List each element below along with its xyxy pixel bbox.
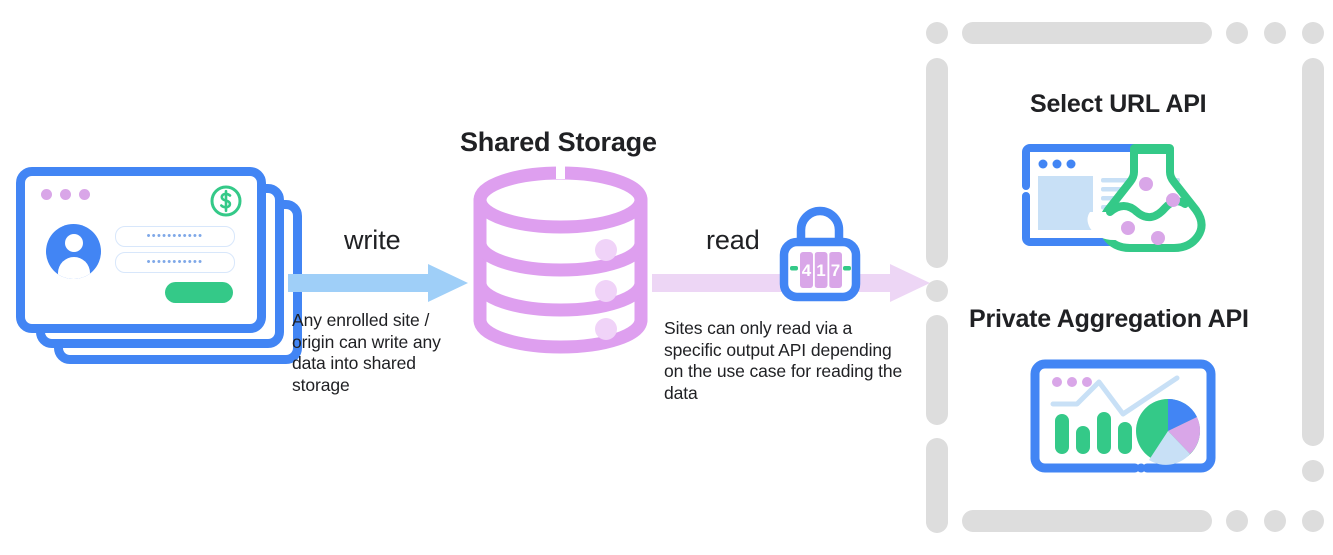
avatar: [46, 224, 101, 279]
password-field-2[interactable]: •••••••••••: [115, 252, 235, 273]
browser-window-stack: ••••••••••• •••••••••••: [14, 165, 304, 365]
combination-lock-icon: 4 1 7: [779, 202, 861, 307]
read-caption: Sites can only read via a specific outpu…: [664, 318, 903, 403]
select-url-api-title: Select URL API: [1030, 90, 1207, 118]
lock-digit-2: 1: [816, 261, 825, 280]
password-field-1[interactable]: •••••••••••: [115, 226, 235, 247]
write-caption: Any enrolled site / origin can write any…: [292, 310, 441, 395]
window-dots: [41, 189, 90, 200]
shared-storage-cylinder: [468, 165, 653, 360]
avatar-head: [64, 234, 83, 252]
write-arrow-icon: [288, 264, 468, 302]
dollar-sign-icon: [209, 184, 243, 218]
password-mask-1: •••••••••••: [146, 229, 204, 242]
window-dot-3: [79, 189, 90, 200]
password-mask-2: •••••••••••: [146, 255, 204, 268]
window-dot-1: [41, 189, 52, 200]
private-aggregation-api-illustration: [1029, 358, 1219, 485]
select-url-api-illustration: [1016, 138, 1226, 263]
pie-chart: [1136, 398, 1201, 465]
browser-window-front: ••••••••••• •••••••••••: [16, 167, 266, 333]
output-api-panel: [926, 10, 1326, 545]
submit-button[interactable]: [165, 282, 233, 303]
flask-icon: [1087, 144, 1206, 252]
read-arrow-label: read: [706, 225, 760, 255]
avatar-body: [57, 257, 90, 279]
lock-digit-1: 4: [802, 261, 812, 280]
window-dot-2: [60, 189, 71, 200]
private-aggregation-api-title: Private Aggregation API: [969, 305, 1249, 333]
write-arrow-label: write: [344, 225, 401, 255]
lock-digit-3: 7: [831, 261, 840, 280]
shared-storage-title: Shared Storage: [460, 127, 657, 157]
